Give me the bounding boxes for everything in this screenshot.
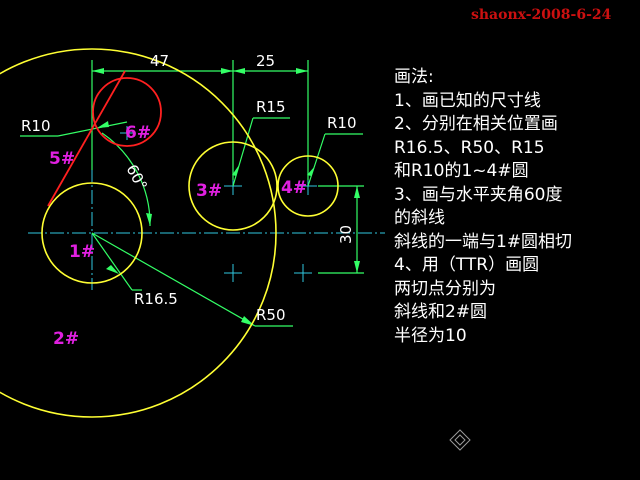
circle-r50	[0, 48, 277, 418]
circle-ttr-r10	[92, 77, 162, 147]
arrow-47-left	[92, 68, 104, 74]
leader-r10-right	[307, 133, 326, 187]
tag-circle-3: 3#	[196, 181, 222, 201]
note-line: 半径为10	[394, 325, 467, 346]
tag-circle-4: 4#	[281, 178, 307, 198]
note-line: 画法:	[394, 67, 434, 87]
note-line: 斜线的一端与1#圆相切	[394, 231, 573, 252]
center-marks	[120, 126, 317, 282]
label-r10-left: R10	[21, 117, 51, 135]
tag-circle-2: 2#	[53, 329, 79, 349]
note-line: 和R10的1~4#圆	[394, 161, 529, 181]
red-construction	[47, 70, 162, 207]
note-line: R16.5、R50、R15	[394, 137, 545, 158]
dim-text-47: 47	[150, 52, 169, 70]
method-notes: 画法: 1、画已知的尺寸线 2、分别在相关位置画 R16.5、R50、R15 和R1…	[394, 66, 638, 348]
centerlines	[28, 168, 385, 290]
tag-circle-1: 1#	[69, 242, 95, 262]
label-r50: R50	[256, 306, 286, 324]
arrow-47-right	[221, 68, 233, 74]
line-60-deg	[47, 70, 126, 207]
ucs-icon-inner	[454, 434, 466, 446]
dim-text-30: 30	[337, 225, 355, 244]
leader-r16-5	[91, 232, 133, 291]
tag-line-5: 5#	[49, 149, 75, 169]
watermark: shaonx-2008-6-24	[471, 7, 612, 23]
arrow-30-bottom	[354, 261, 360, 273]
circle-r10	[277, 155, 339, 217]
note-line: 的斜线	[394, 208, 445, 228]
note-line: 4、用（TTR）画圆	[394, 255, 540, 275]
arrow-r10-right	[307, 166, 315, 176]
note-line: 斜线和2#圆	[394, 302, 488, 322]
label-r15: R15	[256, 98, 286, 116]
yellow-circles	[0, 48, 339, 418]
ucs-icon	[449, 429, 471, 451]
circle-r16-5	[41, 182, 143, 284]
label-angle-60: 60°	[122, 161, 150, 193]
arrow-25-right	[296, 68, 308, 74]
dimension-lines	[20, 60, 364, 327]
angle-arc-60	[101, 132, 151, 227]
leader-r50	[91, 232, 256, 327]
label-r16-5: R16.5	[134, 290, 178, 308]
note-line: 1、画已知的尺寸线	[394, 90, 541, 111]
note-line: 3、画与水平夹角60度	[394, 184, 563, 205]
arrow-r10-left	[97, 121, 109, 128]
arrow-60-end	[146, 213, 152, 226]
arrow-r16-5	[106, 265, 119, 274]
tag-circle-6: 6#	[125, 123, 151, 143]
arrow-25-left	[233, 68, 245, 74]
note-line: 2、分别在相关位置画	[394, 114, 558, 134]
arrow-30-top	[354, 186, 360, 198]
circle-r15	[188, 141, 278, 231]
ucs-icon-outer	[449, 429, 471, 451]
dim-text-25: 25	[256, 52, 275, 70]
note-line: 两切点分别为	[394, 278, 496, 299]
label-r10-right: R10	[327, 114, 357, 132]
arrow-r15	[232, 165, 239, 176]
